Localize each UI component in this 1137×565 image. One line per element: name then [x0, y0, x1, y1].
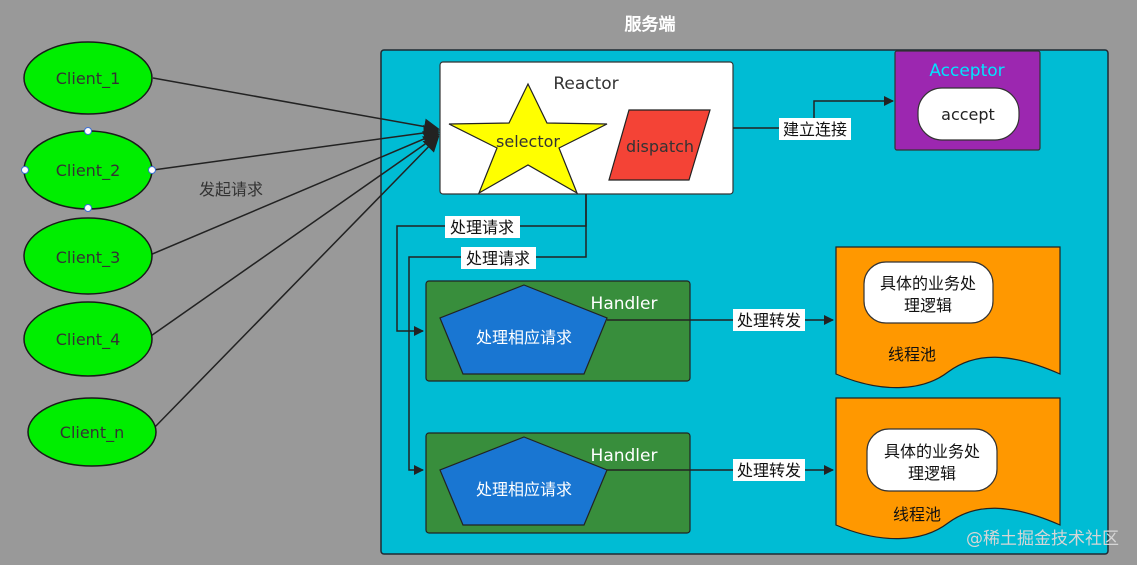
dispatch-arrows — [396, 194, 587, 475]
dispatch-label-2: 处理请求 — [466, 249, 530, 268]
thread-pool-label: 线程池 — [893, 505, 941, 524]
client-label: Client_n — [60, 423, 124, 443]
handler-title: Handler — [591, 294, 658, 314]
connect-arrow — [733, 96, 894, 129]
dispatch-label-bg — [461, 247, 536, 269]
forward-label-bg — [733, 309, 805, 331]
connect-label-bg — [779, 118, 851, 140]
dispatch-label: dispatch — [626, 137, 694, 156]
client-request-arrows — [147, 77, 440, 431]
selector-label: selector — [496, 132, 560, 151]
handler-action: 处理相应请求 — [476, 328, 572, 347]
thread-pool-label: 线程池 — [888, 345, 936, 364]
task-text-line1: 具体的业务处 — [880, 274, 976, 293]
acceptor-title: Acceptor — [929, 61, 1004, 81]
selection-handle — [84, 204, 92, 212]
client-request-label: 发起请求 — [199, 180, 263, 199]
forward-label-bg — [733, 459, 805, 481]
selector-star-icon — [448, 82, 608, 195]
client-label: Client_3 — [56, 248, 121, 268]
client-node: Client_n — [27, 397, 157, 467]
client-node: Client_4 — [23, 301, 153, 377]
forward-label: 处理转发 — [737, 461, 801, 480]
dispatch-label-1: 处理请求 — [450, 218, 514, 237]
client-node: Client_1 — [23, 41, 153, 115]
selection-handle — [84, 127, 92, 135]
task-box — [866, 428, 998, 492]
pentagon-icon — [439, 284, 608, 375]
server-title: 服务端 — [625, 14, 676, 35]
handler-title: Handler — [591, 446, 658, 466]
task-box — [863, 261, 994, 324]
dispatch-label-bg — [445, 216, 520, 238]
task-text-line2: 理逻辑 — [904, 296, 952, 315]
task-text-line1: 具体的业务处 — [884, 442, 980, 461]
client-node: Client_2 — [21, 127, 156, 212]
dispatch-parallelogram — [608, 109, 711, 181]
watermark: @稀土掘金技术社区 — [966, 529, 1119, 549]
selection-handle — [148, 166, 156, 174]
client-label: Client_2 — [56, 161, 121, 181]
connect-label: 建立连接 — [783, 120, 847, 139]
selection-handle — [21, 166, 29, 174]
pentagon-icon — [439, 436, 608, 526]
handler-action: 处理相应请求 — [476, 480, 572, 499]
reactor-title: Reactor — [553, 74, 618, 94]
client-label: Client_1 — [56, 69, 121, 89]
client-node: Client_3 — [23, 217, 153, 295]
forward-label: 处理转发 — [737, 311, 801, 330]
client-label: Client_4 — [56, 330, 121, 350]
accept-box — [917, 87, 1020, 141]
task-text-line2: 理逻辑 — [908, 464, 956, 483]
accept-label: accept — [941, 105, 995, 124]
